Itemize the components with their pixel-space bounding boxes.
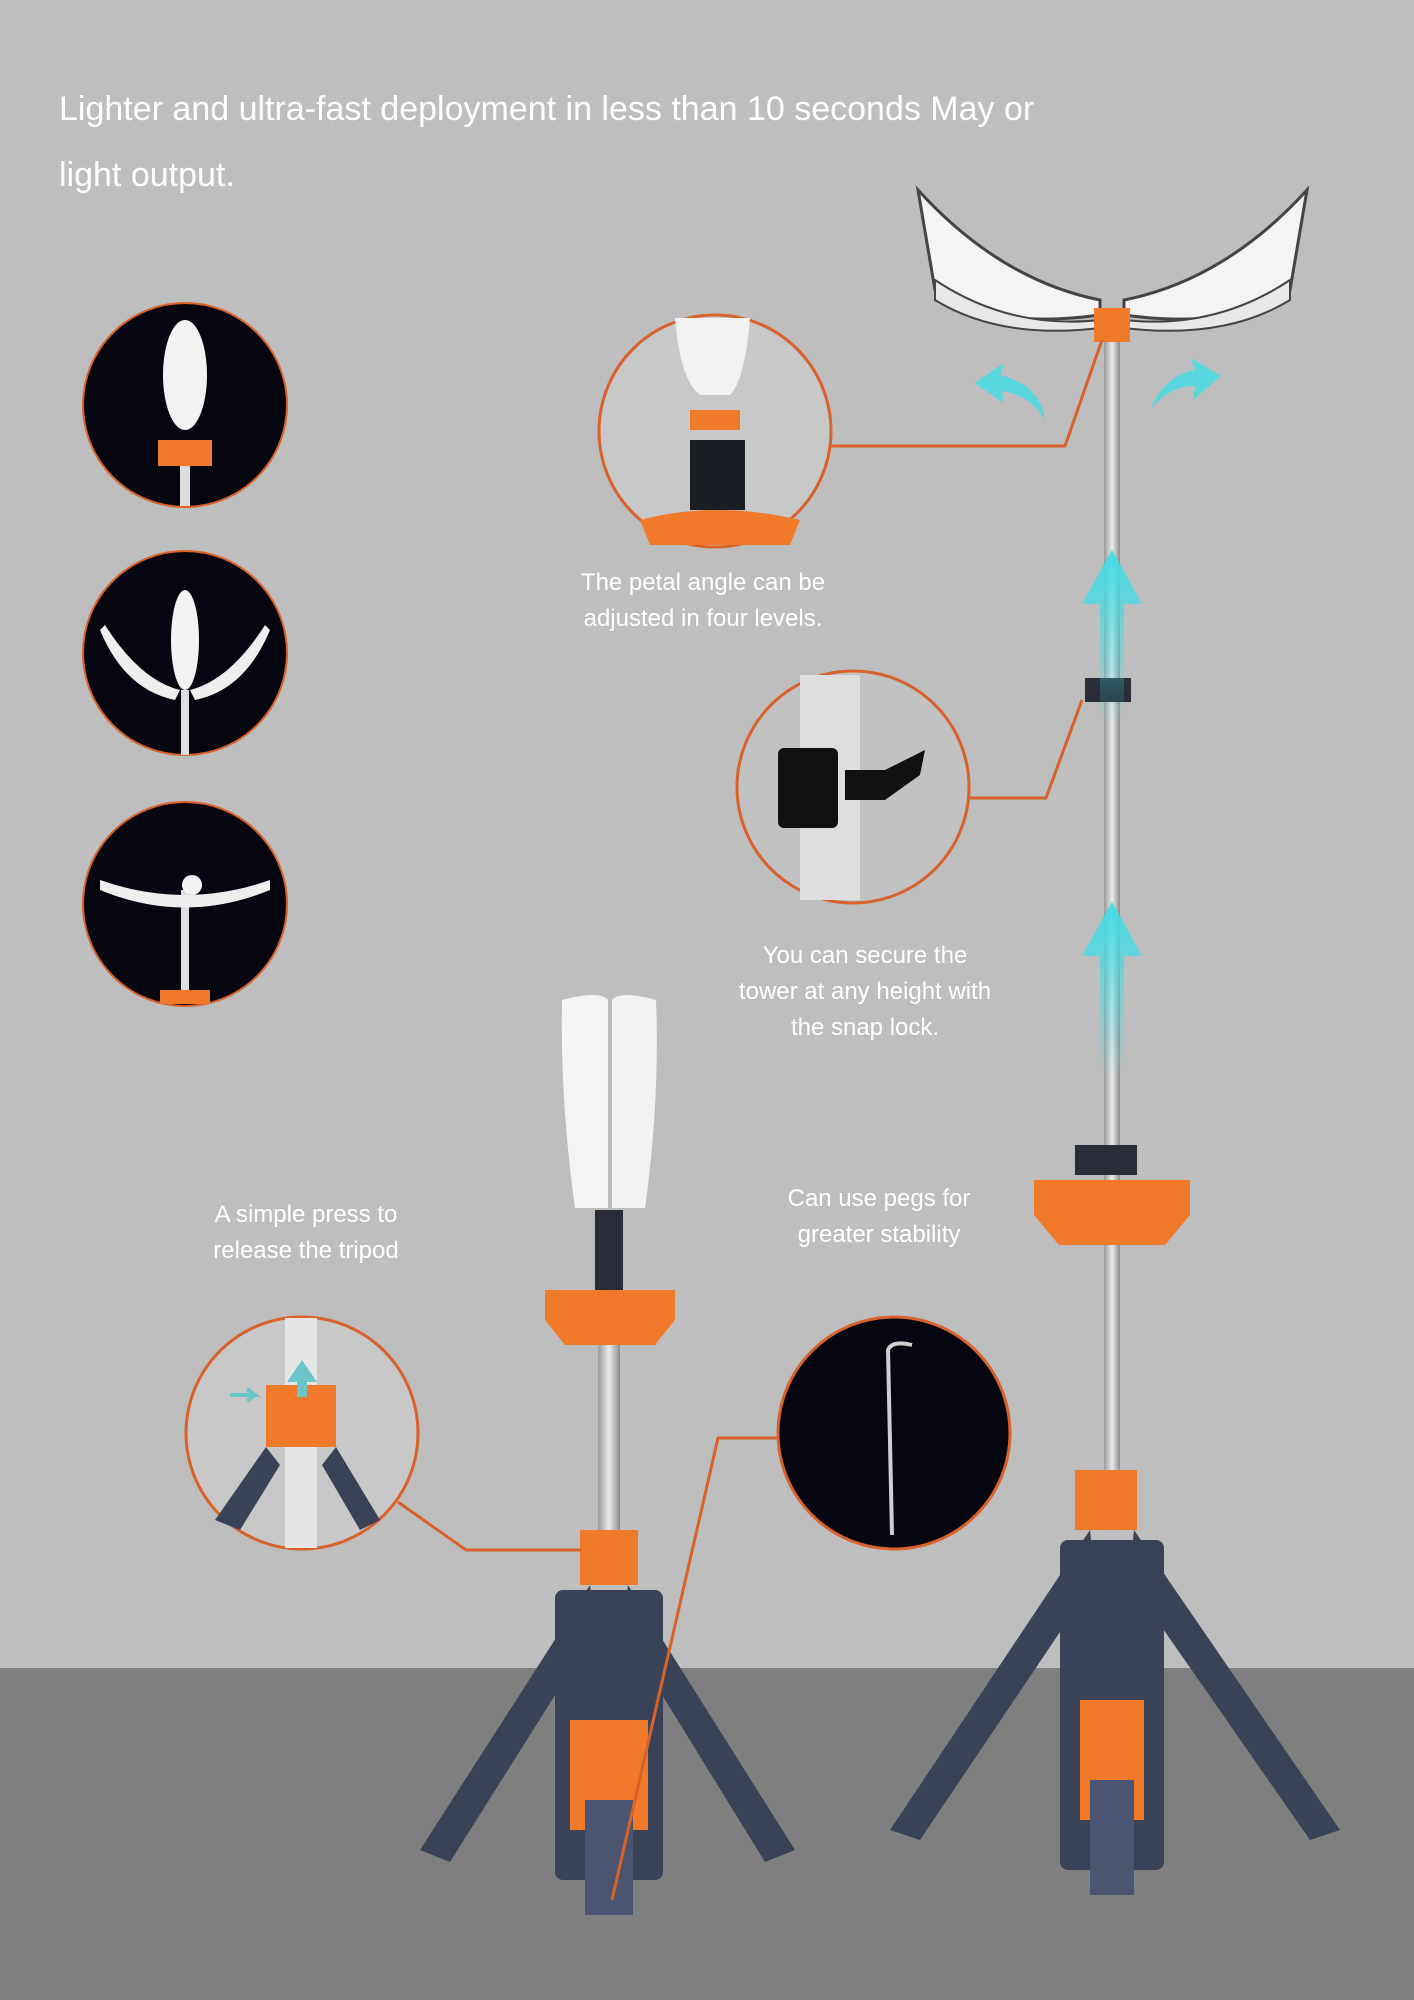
petal-angle-detail-circle <box>597 313 833 549</box>
stage-folded-circle <box>82 302 288 508</box>
deploy-arrows <box>974 358 1221 1076</box>
caption-line: the snap lock. <box>790 1014 940 1041</box>
caption-line: greater stability <box>797 1221 961 1248</box>
tower-collapsed <box>420 995 795 1915</box>
caption-line: release the tripod <box>213 1237 399 1264</box>
stage-half-open-circle <box>82 550 288 756</box>
caption-line: adjusted in four levels. <box>583 605 823 632</box>
headline-line-2: light output. <box>59 156 235 194</box>
peg-detail-circle <box>776 1315 1012 1551</box>
caption-line: tower at any height with <box>738 978 992 1005</box>
caption-petal-angle: The petal angle can be adjusted in four … <box>581 565 825 637</box>
tower-extended <box>890 185 1340 1895</box>
caption-tripod: A simple press to release the tripod <box>213 1197 398 1269</box>
tripod-release-detail-circle <box>184 1315 420 1551</box>
headline: Lighter and ultra-fast deployment in les… <box>59 76 1209 208</box>
caption-pegs: Can use pegs for greater stability <box>788 1181 971 1253</box>
stage-fully-open-circle <box>82 801 288 1007</box>
caption-line: Can use pegs for <box>787 1185 971 1212</box>
caption-line: You can secure the <box>762 942 968 969</box>
caption-snap-lock: You can secure the tower at any height w… <box>739 938 991 1046</box>
headline-line-1: Lighter and ultra-fast deployment in les… <box>59 90 1035 128</box>
caption-line: The petal angle can be <box>580 569 826 596</box>
caption-line: A simple press to <box>214 1201 398 1228</box>
callout-lines <box>397 339 1104 1901</box>
snap-lock-detail-circle <box>735 669 971 905</box>
